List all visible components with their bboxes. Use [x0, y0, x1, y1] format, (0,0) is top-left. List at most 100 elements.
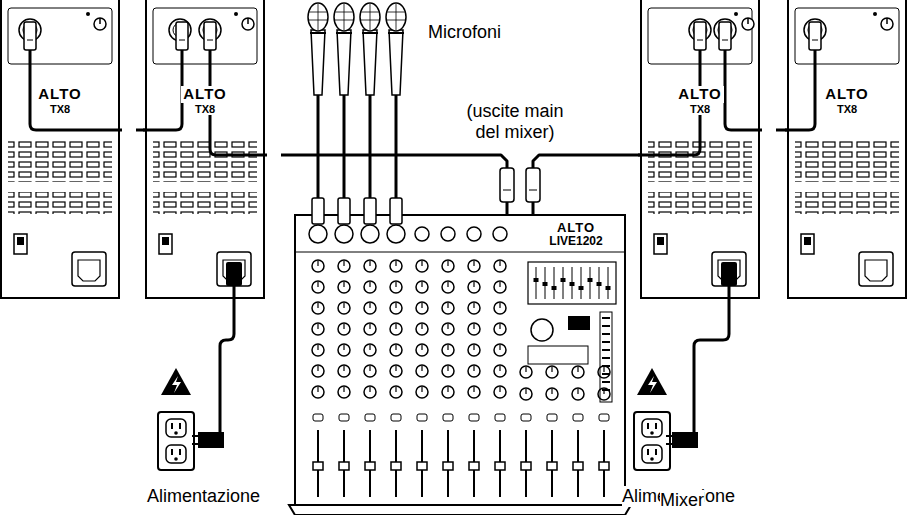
mixer-knob [312, 260, 324, 272]
mixer-node: ALTOLIVE1202 [295, 215, 625, 515]
switch-rocker [162, 237, 169, 245]
xlr-input [309, 225, 327, 243]
plug-grip [503, 190, 511, 191]
mixer-knob [520, 366, 532, 378]
mixer-knob [338, 365, 350, 377]
knob-pointer [525, 367, 526, 372]
meter-led [602, 365, 610, 367]
mixer-knob [338, 302, 350, 314]
mixer-knob [416, 281, 428, 293]
meter-led [602, 325, 610, 327]
knob-pointer [317, 387, 318, 392]
lightning-bolt [648, 376, 657, 393]
cable [343, 94, 346, 200]
mixer-knob [468, 344, 480, 356]
level-knob [94, 18, 106, 30]
mixer-knob [312, 281, 324, 293]
vent-grille [795, 140, 899, 182]
mixer-knob [364, 323, 376, 335]
knob-pointer [473, 324, 474, 329]
mixer-knob [312, 365, 324, 377]
mixer-knob [390, 260, 402, 272]
knob-pointer [499, 345, 500, 350]
warning-triangle [161, 368, 191, 395]
plug-prong [666, 435, 672, 437]
mixer-knob [494, 386, 506, 398]
line-input [441, 227, 455, 241]
speaker-body [788, 0, 906, 298]
mixer-knob [416, 260, 428, 272]
cable [395, 94, 398, 200]
outlet-ground [650, 431, 654, 435]
mixer-knob [416, 323, 428, 335]
outlet-socket [642, 445, 662, 463]
mute-button [573, 414, 583, 421]
model-name: TX8 [193, 103, 217, 115]
mixer-front-lip [289, 505, 631, 515]
eq-slider [563, 267, 564, 299]
knob-pointer [369, 345, 370, 350]
knob-pointer [343, 345, 344, 350]
outlet-socket [642, 419, 662, 437]
fader-cap [495, 462, 505, 470]
eq-slider [590, 267, 591, 299]
brand-logo: ALTO [36, 86, 83, 103]
knob-pointer [395, 366, 396, 371]
knob-pointer [395, 324, 396, 329]
knob-pointer [421, 366, 422, 371]
mic-mesh [335, 4, 353, 30]
eq-slider [536, 267, 537, 299]
mixer-divider [295, 252, 625, 253]
knob-pointer [369, 324, 370, 329]
knob-pointer [317, 261, 318, 266]
power-switch [801, 234, 814, 254]
level-knob [881, 18, 893, 30]
mixer-knob [494, 302, 506, 314]
speaker-body [146, 0, 264, 298]
xlr-plug [694, 22, 706, 50]
fader-cap [547, 462, 557, 470]
mixer-knob [494, 323, 506, 335]
power-plug [226, 262, 242, 286]
knob-pointer [473, 366, 474, 371]
switch-rocker [804, 237, 811, 245]
knob-pointer [421, 324, 422, 329]
plug-grip [722, 40, 728, 41]
mute-button [391, 414, 401, 421]
meter-led [602, 381, 610, 383]
xlr-plug [390, 198, 402, 224]
mixer-knob [572, 366, 584, 378]
speaker-body [1, 0, 119, 298]
mute-button [469, 414, 479, 421]
mixer-knob [520, 388, 532, 400]
input-panel [795, 8, 899, 64]
power-plug [672, 432, 698, 448]
outlet-ground [650, 457, 654, 461]
mixer-knob [442, 281, 454, 293]
mixer-knob [364, 344, 376, 356]
mixer-knob [468, 386, 480, 398]
text-group: ALTOTX8 [787, 86, 907, 115]
mixer-knob [494, 365, 506, 377]
knob-pointer [421, 387, 422, 392]
fader-cap [365, 462, 375, 470]
knob-pointer [577, 389, 578, 394]
outlet-slot [647, 449, 649, 455]
mute-button [547, 414, 557, 421]
vent-grille [795, 192, 899, 214]
mixer-knob [390, 302, 402, 314]
outlet-socket [166, 419, 186, 437]
mixer-knob [416, 386, 428, 398]
cable [694, 284, 729, 432]
knob-pointer [551, 389, 552, 394]
wall-outlet [158, 412, 194, 470]
outlet-slot [655, 449, 657, 455]
speaker-cabinet [146, 0, 264, 298]
knob-pointer [317, 345, 318, 350]
power-plug [198, 432, 224, 448]
brand-logo: ALTO [676, 86, 723, 103]
knob-pointer [369, 366, 370, 371]
mixer-knob [364, 302, 376, 314]
